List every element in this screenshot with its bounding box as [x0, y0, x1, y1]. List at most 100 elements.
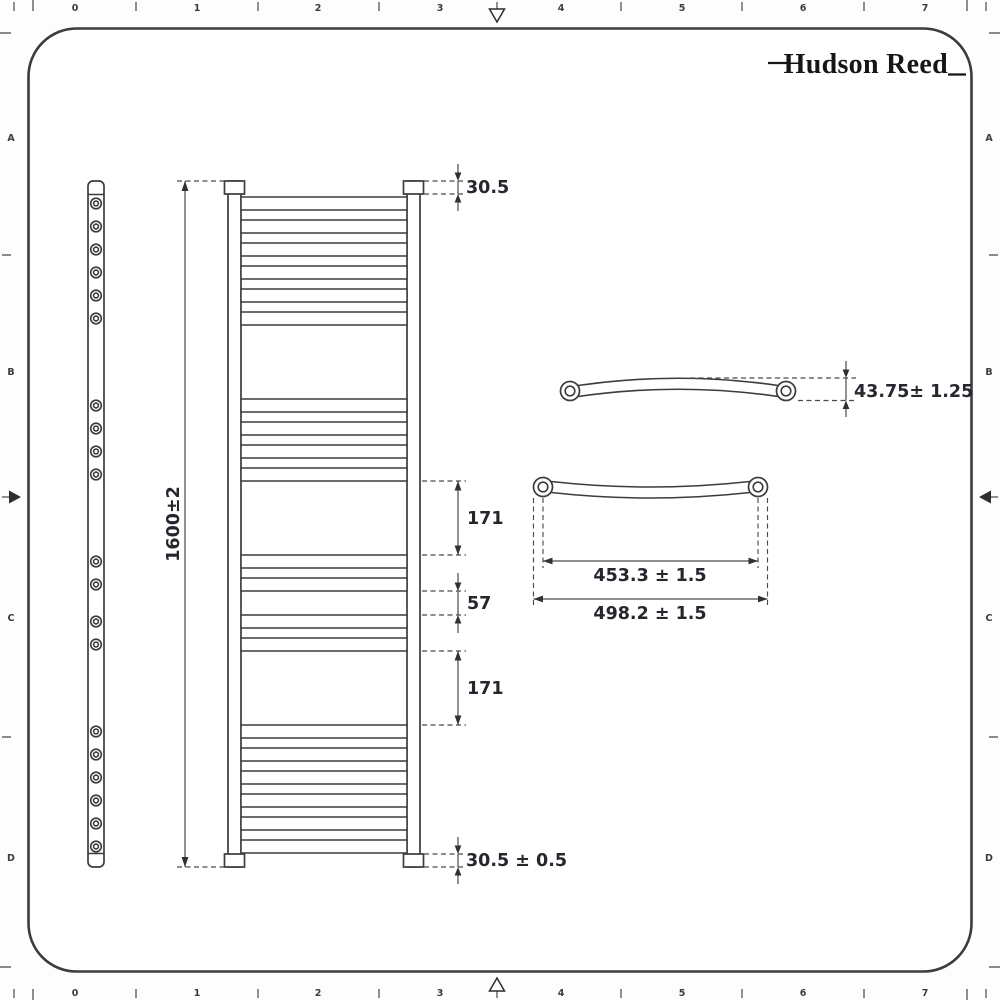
- ruler-label: 3: [437, 3, 444, 14]
- dim-fixing-centres: 453.3 ± 1.5: [542, 498, 759, 586]
- ruler-label: 6: [800, 988, 807, 999]
- ruler-label: 4: [558, 988, 565, 999]
- radiator-side-view: [87, 180, 105, 868]
- arrowhead-down: [454, 845, 462, 854]
- extension-lines: [422, 590, 466, 616]
- radiator-bar: [240, 398, 408, 413]
- extension-lines: [690, 377, 856, 402]
- dim-lower-panel-gap-label: 171: [467, 679, 504, 699]
- ruler-label: 7: [922, 3, 929, 14]
- arrowhead-right: [748, 557, 758, 565]
- ruler-bottom: 0 1 2 3 4 5 6 7: [13, 988, 987, 999]
- arrowhead-down: [454, 715, 462, 725]
- dim-bottom-offset-label: 30.5 ± 0.5: [466, 851, 567, 871]
- radiator-bar: [240, 196, 408, 211]
- curved-bar-top-edge: [550, 480, 751, 488]
- radiator-bar: [240, 219, 408, 234]
- mounting-tab-bottom-right: [402, 853, 425, 868]
- bar-collar: [532, 476, 554, 498]
- curved-bar-top-edge: [577, 377, 779, 387]
- side-rail-caps: [88, 193, 104, 855]
- ruler-left-ticks: [2, 254, 11, 738]
- arrowhead-up: [454, 481, 462, 491]
- ruler-top: 0 1 2 3 4 5 6 7: [13, 2, 987, 14]
- ruler-label: 2: [315, 3, 322, 14]
- curved-bar-view-lower: [532, 476, 769, 499]
- arrowhead-up: [454, 867, 462, 876]
- radiator-bar: [240, 265, 408, 280]
- ruler-label: D: [7, 853, 15, 864]
- dim-bar-depth: 43.75± 1.25: [690, 361, 973, 417]
- radiator-bar: [240, 554, 408, 569]
- ruler-bottom-ticks: [13, 989, 987, 998]
- dim-middle-bar-gap: 57: [422, 573, 491, 633]
- radiator-front-view: [223, 180, 425, 868]
- radiator-bar: [240, 816, 408, 831]
- arrowhead-down: [181, 857, 189, 867]
- ruler-label: 1: [194, 3, 201, 14]
- dim-lower-panel-gap: 171: [422, 650, 504, 726]
- radiator-bar: [240, 637, 408, 652]
- arrowhead-up: [454, 615, 462, 624]
- arrowhead-left: [543, 557, 553, 565]
- ruler-label: B: [7, 367, 14, 378]
- side-rail: [87, 180, 105, 868]
- registration-mark-bottom: [488, 976, 506, 998]
- bar-collar-inner: [780, 385, 792, 397]
- arrowhead-down: [454, 172, 462, 181]
- bar-collar-inner: [564, 385, 576, 397]
- ruler-label: D: [985, 853, 993, 864]
- ruler-label: 5: [679, 988, 686, 999]
- ruler-label: B: [985, 367, 992, 378]
- mounting-tab-top-left: [223, 180, 246, 195]
- ruler-label: 1: [194, 988, 201, 999]
- bar-collar: [747, 476, 769, 498]
- ruler-label: 3: [437, 988, 444, 999]
- bar-collar: [775, 380, 797, 402]
- ruler-label: 2: [315, 988, 322, 999]
- brand-logo: Hudson Reed: [768, 49, 966, 80]
- dim-bottom-offset: 30.5 ± 0.5: [424, 837, 567, 884]
- ruler-label: A: [7, 133, 15, 144]
- radiator-bar: [240, 444, 408, 459]
- dim-upper-panel-gap-label: 171: [467, 509, 504, 529]
- radiator-rail-right: [406, 180, 421, 868]
- ruler-label: 4: [558, 3, 565, 14]
- radiator-bar: [240, 747, 408, 762]
- dim-overall-height-label: 1600±2: [164, 486, 184, 562]
- registration-mark-left: [2, 490, 21, 504]
- ruler-label: C: [986, 613, 993, 624]
- arrowhead-up: [842, 400, 850, 409]
- dim-upper-panel-gap: 171: [422, 480, 504, 556]
- extension-lines: [532, 498, 769, 606]
- arrowhead-down: [454, 582, 462, 591]
- radiator-bar: [240, 614, 408, 629]
- dim-overall-width: 498.2 ± 1.5: [532, 498, 769, 624]
- radiator-rail-left: [227, 180, 242, 868]
- bar-collar-inner: [537, 481, 549, 493]
- arrowhead-up: [181, 181, 189, 191]
- mounting-tab-top-right: [402, 180, 425, 195]
- arrowhead-left: [533, 595, 543, 603]
- ruler-label: 0: [72, 988, 79, 999]
- radiator-bar: [240, 242, 408, 257]
- radiator-bar: [240, 770, 408, 785]
- extension-lines: [424, 853, 466, 868]
- extension-lines: [422, 480, 466, 556]
- dim-fixing-centres-label: 453.3 ± 1.5: [593, 566, 706, 586]
- arrowhead-up: [454, 651, 462, 661]
- bar-collar-inner: [752, 481, 764, 493]
- ruler-left: A B C D: [2, 133, 15, 864]
- curved-bar-bottom-edge: [577, 388, 779, 398]
- radiator-bar: [240, 577, 408, 592]
- ruler-right: A B C D: [985, 133, 998, 864]
- arrowhead-down: [454, 545, 462, 555]
- extension-lines: [542, 498, 759, 568]
- ruler-label: 5: [679, 3, 686, 14]
- radiator-bar: [240, 724, 408, 739]
- radiator-bar: [240, 839, 408, 854]
- extension-lines: [424, 180, 466, 195]
- ruler-right-ticks: [989, 254, 998, 738]
